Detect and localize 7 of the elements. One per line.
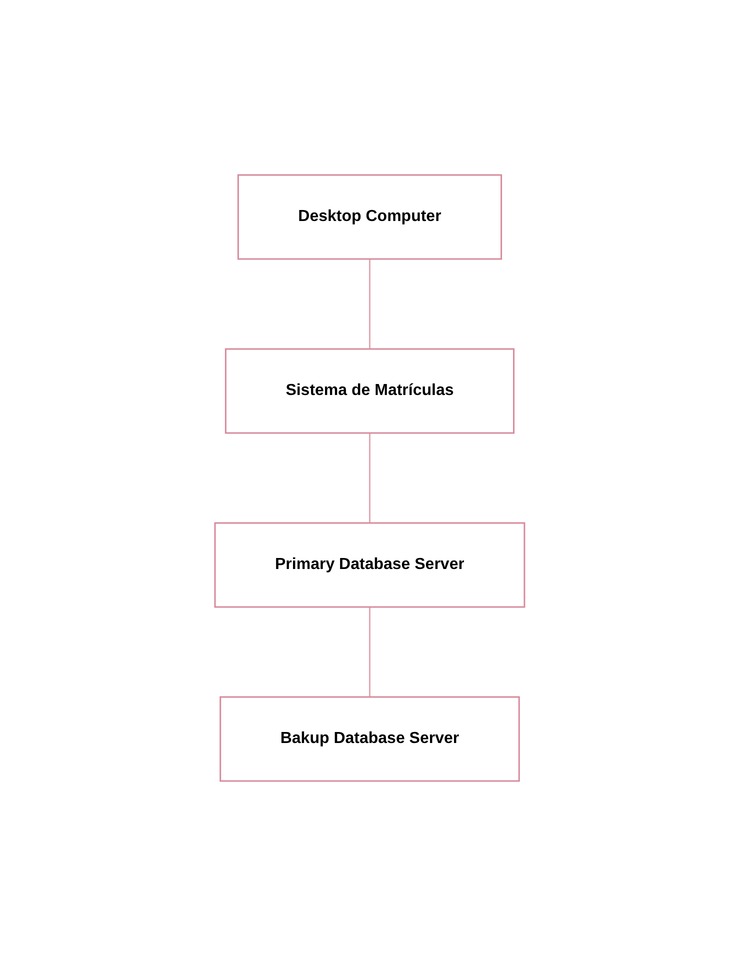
node-box: Bakup Database Server [219, 696, 520, 782]
connector [368, 433, 370, 523]
node-box: Sistema de Matrículas [224, 348, 514, 434]
connector [368, 607, 370, 697]
node-box: Primary Database Server [214, 522, 525, 608]
node-box: Desktop Computer [237, 174, 502, 260]
connector [368, 259, 370, 349]
